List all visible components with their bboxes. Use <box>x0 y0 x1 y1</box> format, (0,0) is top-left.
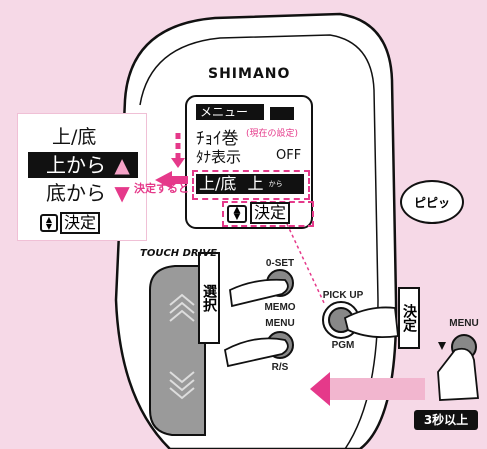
lcd-title-bar: メニュー <box>196 104 264 120</box>
submenu-option[interactable]: 底から ▼ <box>28 180 138 206</box>
lcd-row2: ﾀﾅ表示 <box>196 146 241 167</box>
submenu-option-label: 底から <box>46 181 106 205</box>
submenu-footer-label: 決定 <box>60 212 101 234</box>
lcd-row2-value: OFF <box>276 148 302 163</box>
lcd-row1-label: ﾁｮｲ巻 <box>196 129 239 149</box>
lcd-row2-label: ﾀﾅ表示 <box>196 148 242 166</box>
lcd-selected-item: 上/底 <box>199 174 237 193</box>
finger-oset <box>229 278 289 308</box>
rs-label: R/S <box>271 362 289 373</box>
arrow-down-icon <box>438 342 446 350</box>
swipe-arrow-body <box>330 378 425 400</box>
confirm-label: 決定 <box>398 287 420 349</box>
submenu-title: 上/底 <box>52 126 97 148</box>
battery-icon <box>270 107 294 120</box>
oset-memo-button-hit[interactable] <box>267 270 293 296</box>
pgm-label: PGM <box>331 340 355 351</box>
swipe-arrow-head <box>310 372 330 406</box>
confirm-arrow-icon <box>155 171 188 189</box>
scroll-down-icon: ▼ <box>114 181 130 205</box>
beep-text: ピピッ <box>413 196 450 210</box>
lcd-selected-value-small: から <box>268 180 283 188</box>
pickup-pgm-button-hit[interactable] <box>323 302 359 338</box>
up-down-icon: ▲▼ <box>227 205 247 223</box>
brand-logo: SHIMANO <box>208 66 291 82</box>
lcd-row1-note: (現在の設定) <box>246 126 299 139</box>
submenu-updown-icon: ▲▼ <box>40 214 58 232</box>
finger-menu <box>223 337 289 368</box>
scroll-up-icon: ▲ <box>114 153 130 177</box>
submenu-option-selected[interactable]: 上から ▲ <box>28 152 138 178</box>
finger-side-menu <box>437 347 479 401</box>
pickup-label: PICK UP <box>322 290 364 301</box>
submenu-option-label: 上から <box>46 153 106 177</box>
select-label: 選択 <box>198 252 220 344</box>
lcd-selected-fill: 上/底 上 から <box>196 174 304 194</box>
touch-drive-label: TOUCH DRIVE <box>140 248 217 259</box>
lcd-row1: ﾁｮｲ巻 <box>196 124 239 149</box>
confirm-note: 決定すると <box>134 182 189 195</box>
hold-label: 3秒以上 <box>414 410 478 430</box>
menu-label: MENU <box>265 318 295 329</box>
oset-label: 0-SET <box>265 258 295 269</box>
side-menu-button-hit[interactable] <box>452 335 476 359</box>
side-menu-label: MENU <box>449 318 479 329</box>
beep-bubble: ピピッ <box>400 180 464 224</box>
memo-label: MEMO <box>264 302 296 313</box>
lcd-footer-label: 決定 <box>250 202 291 224</box>
lcd-selected-value: 上 <box>247 174 264 193</box>
menu-rs-button-hit[interactable] <box>267 332 293 358</box>
chevron-up-icon <box>169 293 195 322</box>
lcd-title: メニュー <box>200 105 249 119</box>
chevron-down-icon <box>169 371 195 400</box>
touch-pad <box>149 265 206 436</box>
